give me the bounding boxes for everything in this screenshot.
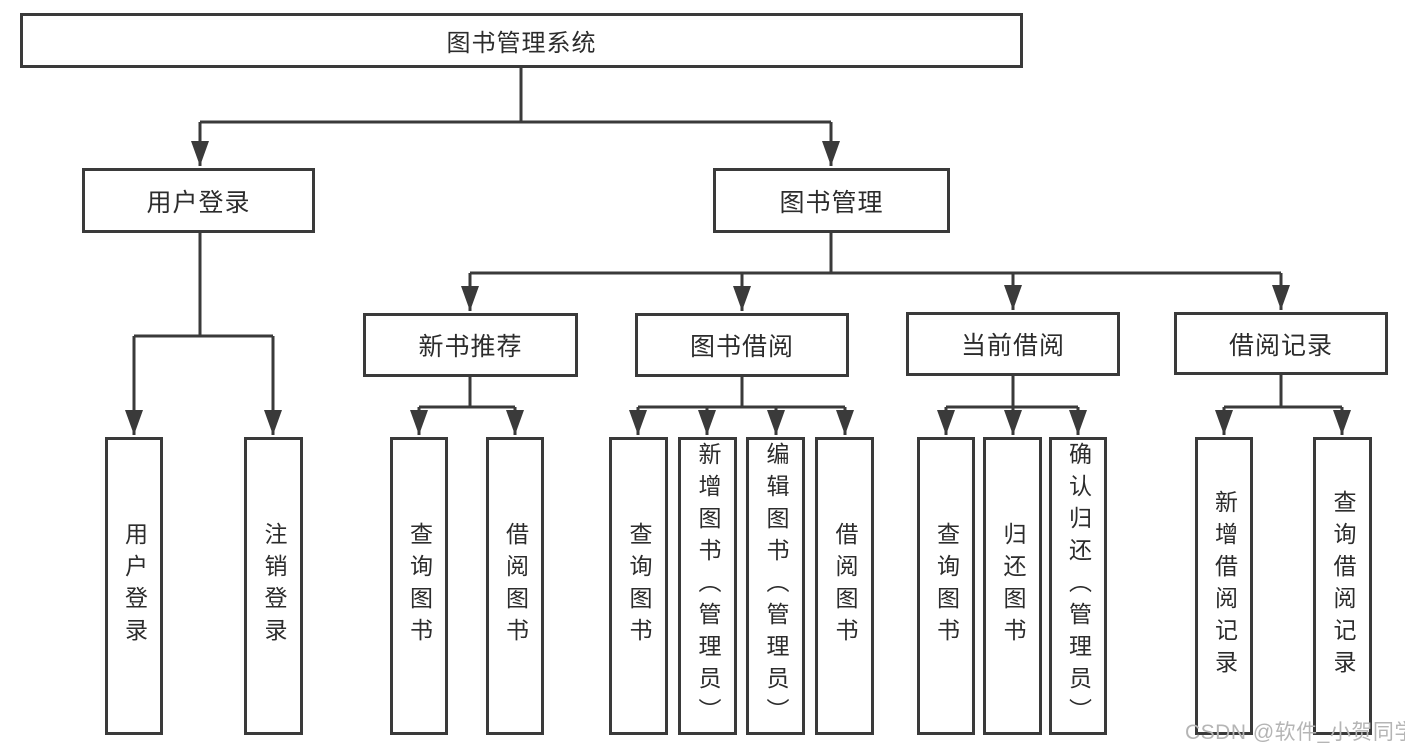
leaf-add-borrow-record: 新增借阅记录 [1195, 437, 1253, 735]
leaf-borrow-borrow-books: 借阅图书 [815, 437, 874, 735]
leaf-newbooks-borrow-books-label: 借阅图书 [502, 522, 529, 650]
leaf-add-books-admin-label: 新增图书（管理员） [695, 442, 721, 730]
csdn-watermark: CSDN @软件_小贺同学 [1185, 721, 1405, 744]
leaf-borrow-borrow-books-label: 借阅图书 [832, 522, 858, 650]
leaf-query-borrow-record: 查询借阅记录 [1313, 437, 1372, 735]
leaf-add-borrow-record-label: 新增借阅记录 [1211, 490, 1238, 682]
leaf-confirm-return-admin: 确认归还（管理员） [1049, 437, 1107, 735]
leaf-user-login: 用户登录 [105, 437, 163, 735]
leaf-edit-books-admin: 编辑图书（管理员） [746, 437, 805, 735]
leaf-borrow-query-books-label: 查询图书 [626, 522, 652, 650]
leaf-return-books: 归还图书 [983, 437, 1042, 735]
leaf-edit-books-admin-label: 编辑图书（管理员） [763, 442, 789, 730]
leaf-newbooks-query-books: 查询图书 [390, 437, 448, 735]
node-root-system: 图书管理系统 [20, 13, 1023, 68]
leaf-logout-label: 注销登录 [261, 522, 287, 650]
leaf-current-query-books-label: 查询图书 [933, 522, 960, 650]
leaf-confirm-return-admin-label: 确认归还（管理员） [1065, 442, 1092, 730]
leaf-current-query-books: 查询图书 [917, 437, 975, 735]
leaf-user-login-label: 用户登录 [121, 522, 148, 650]
node-book-borrow: 图书借阅 [635, 313, 849, 377]
node-borrow-records: 借阅记录 [1174, 312, 1388, 375]
node-book-management: 图书管理 [713, 168, 950, 233]
leaf-return-books-label: 归还图书 [1000, 522, 1026, 650]
leaf-query-borrow-record-label: 查询借阅记录 [1330, 490, 1356, 682]
leaf-borrow-query-books: 查询图书 [609, 437, 668, 735]
leaf-logout: 注销登录 [244, 437, 303, 735]
leaf-newbooks-borrow-books: 借阅图书 [486, 437, 544, 735]
node-current-borrow: 当前借阅 [906, 312, 1120, 376]
node-new-book-recommend: 新书推荐 [363, 313, 578, 377]
leaf-newbooks-query-books-label: 查询图书 [406, 522, 433, 650]
leaf-add-books-admin: 新增图书（管理员） [678, 437, 737, 735]
node-user-login: 用户登录 [82, 168, 315, 233]
